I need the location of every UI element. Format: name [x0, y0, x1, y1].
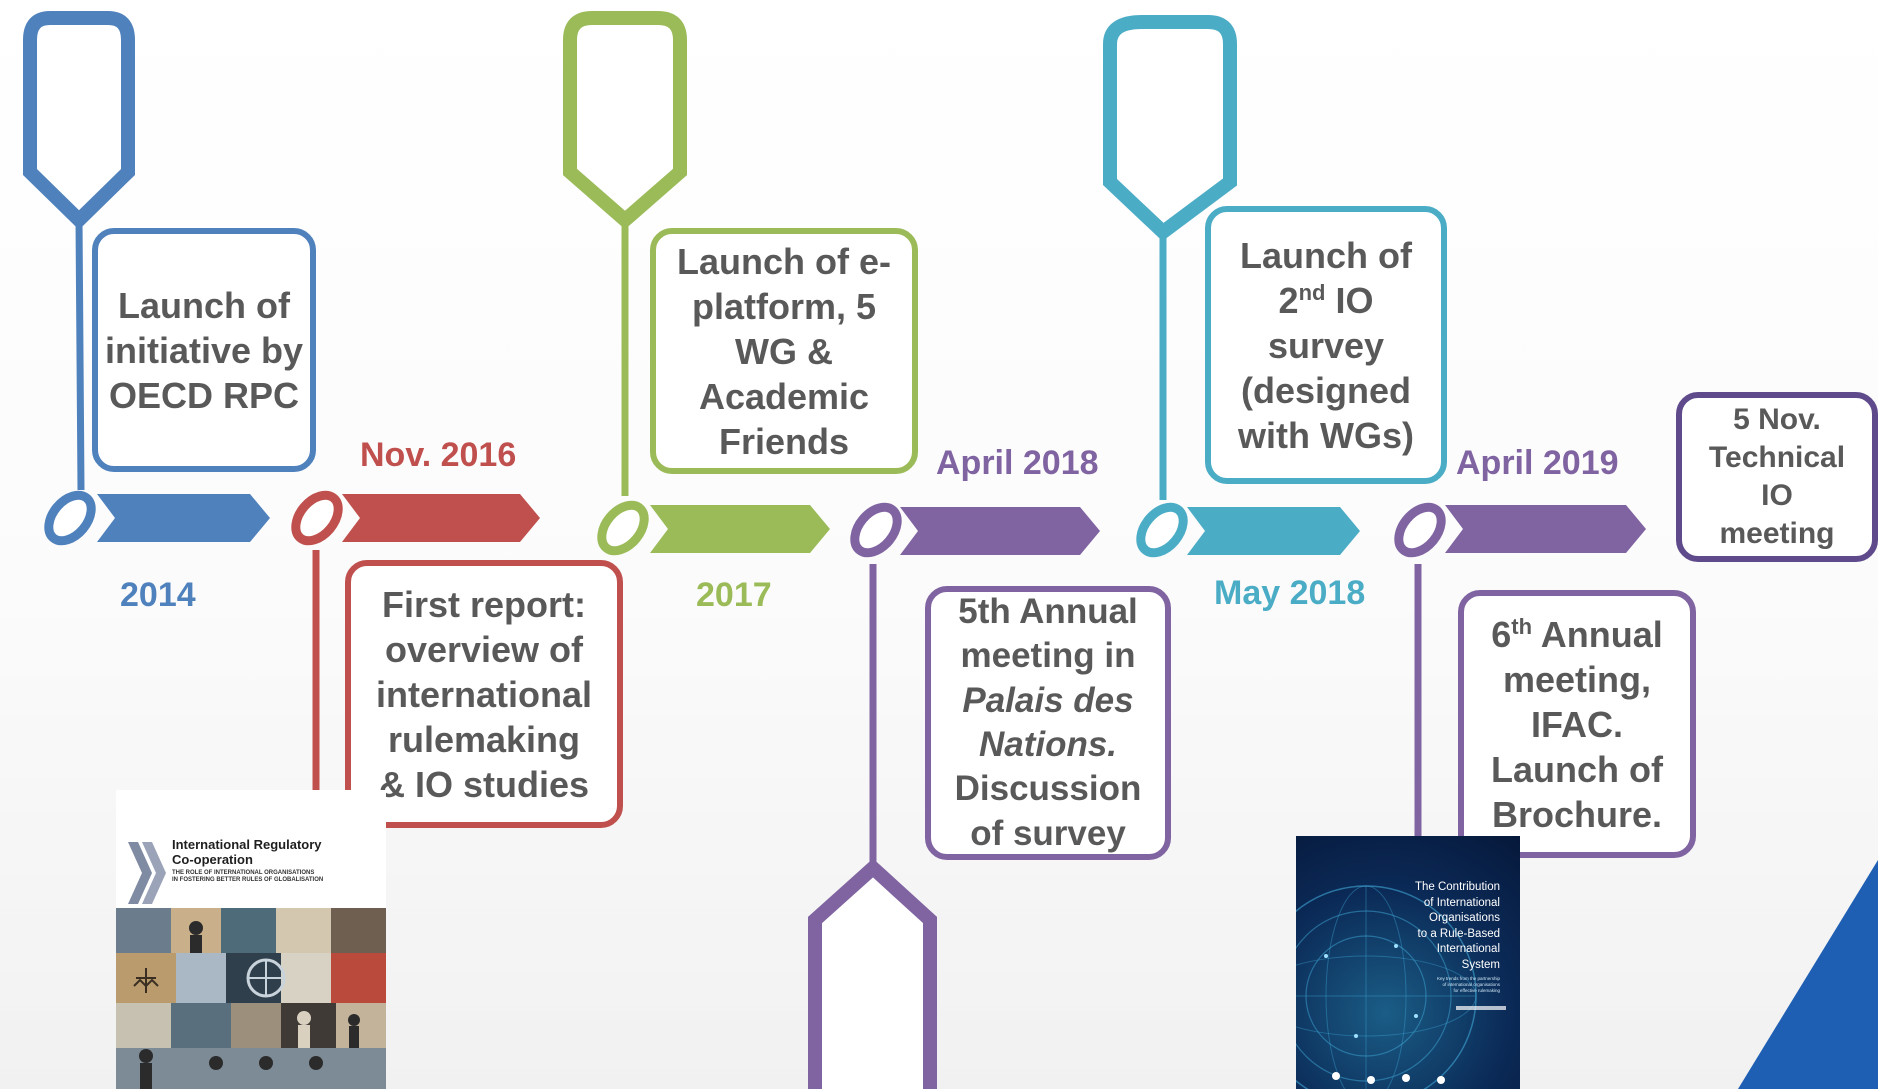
milestone-text: meeting in [960, 636, 1136, 676]
date-label-2017: 2017 [696, 576, 772, 614]
milestone-text: 5th Annual [958, 591, 1138, 631]
milestone-text: with WGs) [1238, 414, 1414, 456]
milestone-box-2019: 6th Annual meeting, IFAC. Launch of Broc… [1458, 590, 1696, 858]
milestone-text: WG & [735, 330, 833, 372]
milestone-text: First report: [381, 583, 586, 625]
milestone-text: IFAC. [1530, 703, 1623, 745]
milestone-box-2014: Launch of initiative by OECD RPC [92, 228, 316, 472]
milestone-text: & IO studies [378, 763, 590, 805]
milestone-box-2018-may: Launch of 2nd IO survey (designed with W… [1205, 206, 1447, 484]
arrow-2014 [97, 494, 270, 542]
arrow-2018-april [900, 507, 1100, 555]
pin-2014 [23, 11, 135, 546]
pin-2019 [1394, 502, 1446, 840]
milestone-text-ordinal: 6th Annual [1491, 613, 1663, 655]
milestone-box-nov: 5 Nov. Technical IO meeting [1676, 392, 1878, 562]
milestone-text: Palais des [962, 680, 1134, 720]
chevron-logo-icon [128, 842, 166, 904]
arrow-2019 [1445, 505, 1646, 553]
milestone-text: Discussion [954, 769, 1142, 809]
milestone-text: meeting [1719, 517, 1835, 551]
milestone-text: overview of [384, 628, 584, 670]
milestone-text-ordinal: 2nd IO [1278, 279, 1374, 321]
milestone-text: Academic [698, 375, 870, 417]
brochure-subtitle: Key trends from the partnership of inter… [1436, 976, 1500, 993]
cover-subtitle: THE ROLE OF INTERNATIONAL ORGANISATIONS … [172, 870, 324, 884]
brochure-title: The Contribution of International Organi… [1414, 881, 1500, 971]
date-label-2018-may: May 2018 [1214, 574, 1366, 612]
milestone-text: Launch of [1491, 748, 1663, 790]
collage-illustration [116, 908, 386, 1089]
milestone-text: Brochure. [1491, 793, 1663, 835]
date-label-2014: 2014 [120, 576, 196, 614]
milestone-text: initiative by [104, 329, 304, 371]
milestone-text: meeting, [1502, 658, 1652, 700]
milestone-text: 5 Nov. [1733, 402, 1821, 436]
milestone-text: rulemaking [387, 718, 581, 760]
brochure-cover: The Contribution of International Organi… [1296, 836, 1520, 1089]
milestone-box-2017: Launch of e- platform, 5 WG & Academic F… [650, 228, 918, 474]
pin-2018-may [1103, 15, 1237, 558]
milestone-text: of survey [970, 813, 1126, 853]
oecd-report-cover: International Regulatory Co-operation TH… [116, 790, 386, 1089]
milestone-text: survey [1267, 324, 1385, 366]
milestone-text: international [375, 673, 593, 715]
cover-title: International Regulatory Co-operation [172, 837, 322, 867]
arrow-2016 [342, 494, 540, 542]
corner-decoration [1738, 860, 1878, 1089]
pin-2018-april [808, 502, 937, 1089]
milestone-text: Launch of e- [677, 240, 891, 282]
milestone-text: Technical [1708, 440, 1846, 474]
milestone-text: Nations. [978, 725, 1118, 764]
milestone-text: (designed [1240, 369, 1411, 411]
arrow-2017 [650, 505, 830, 553]
globe-illustration [1296, 885, 1506, 1089]
pin-2017 [563, 11, 687, 556]
pin-2016 [291, 490, 343, 800]
date-label-2019: April 2019 [1456, 444, 1619, 482]
milestone-text: Launch of [1240, 234, 1412, 276]
milestone-box-2016: First report: overview of international … [345, 560, 623, 828]
milestone-box-2018-april: 5th Annual meeting in Palais des Nations… [925, 586, 1171, 860]
milestone-text: platform, 5 [691, 285, 877, 327]
milestone-text: Launch of [118, 284, 290, 326]
milestone-text: IO [1761, 479, 1793, 512]
date-label-2016: Nov. 2016 [360, 436, 517, 474]
arrow-2018-may [1187, 507, 1360, 555]
milestone-text: OECD RPC [108, 374, 300, 416]
milestone-text: Friends [718, 420, 850, 462]
date-label-2018-april: April 2018 [936, 444, 1099, 482]
